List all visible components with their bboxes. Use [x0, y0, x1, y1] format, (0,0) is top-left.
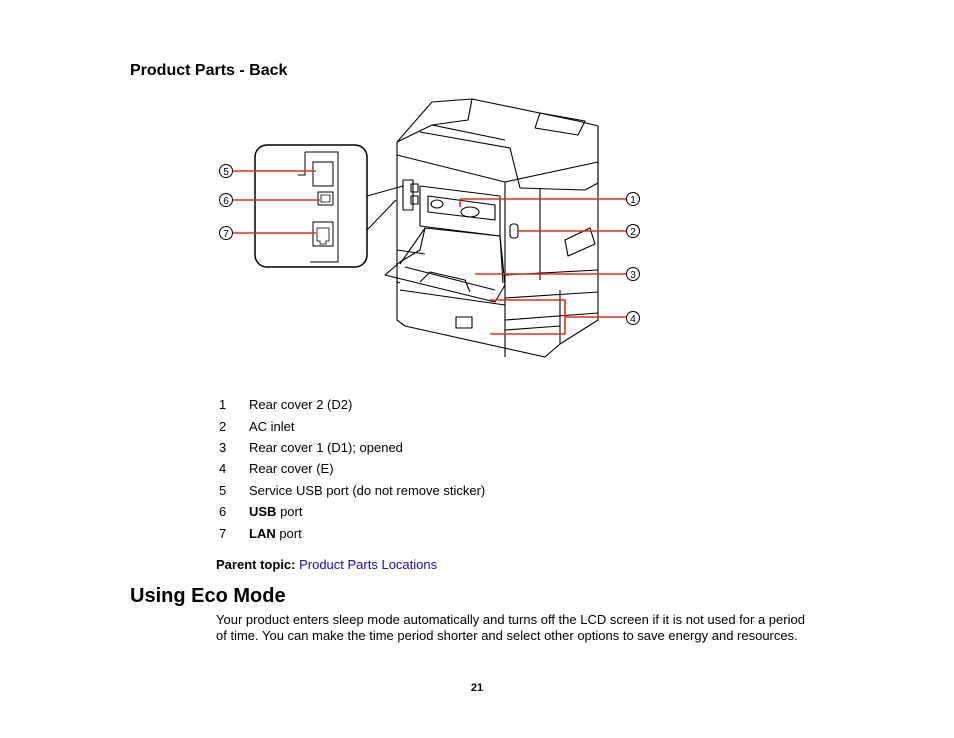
part-number: 3: [219, 439, 227, 455]
usb-port-icon: [317, 191, 334, 206]
callout-2-label: 2: [630, 227, 636, 238]
part-label: Rear cover 2 (D2): [249, 397, 353, 413]
callout-4: [626, 311, 640, 325]
part-label: AC inlet: [249, 418, 295, 434]
part-label: USB port: [249, 504, 303, 520]
callout-1: [626, 192, 640, 206]
section-heading: Product Parts - Back: [130, 62, 288, 79]
printer-top-outline: [396, 98, 599, 191]
part-number: 2: [219, 418, 227, 434]
eco-mode-paragraph: Your product enters sleep mode automatic…: [216, 612, 836, 643]
part-label: Rear cover 1 (D1); opened: [249, 439, 403, 455]
list-item: 5 Service USB port (do not remove sticker…: [219, 480, 485, 501]
callout-6: [219, 193, 233, 207]
callout-markers: 1 2 3 4 5 6 7: [219, 164, 640, 325]
part-number: 4: [219, 461, 227, 477]
port-inset-frame: [254, 144, 368, 268]
callout-5: [219, 164, 233, 178]
parent-topic-link[interactable]: Product Parts Locations: [299, 557, 438, 572]
lan-port-icon: [312, 221, 334, 247]
parent-topic-label: Parent topic:: [216, 557, 296, 572]
callout-2: [626, 224, 640, 238]
service-usb-port-icon: [312, 161, 334, 187]
list-item: 7 LAN port: [219, 522, 485, 543]
printer-body-outline: [396, 126, 599, 358]
part-number: 1: [219, 397, 227, 413]
page-number: 21: [470, 682, 484, 694]
callout-6-label: 6: [223, 196, 229, 207]
eco-line-1: Your product enters sleep mode automatic…: [216, 612, 805, 627]
list-item: 4 Rear cover (E): [219, 458, 485, 479]
list-item: 2 AC inlet: [219, 415, 485, 436]
part-label: Service USB port (do not remove sticker): [249, 482, 486, 498]
callout-7: [219, 226, 233, 240]
part-number: 6: [219, 504, 227, 520]
part-number: 7: [219, 525, 227, 541]
eco-mode-heading: Using Eco Mode: [130, 585, 286, 607]
zoom-connector: [366, 185, 404, 231]
parent-topic: Parent topic: Product Parts Locations: [216, 557, 437, 572]
callout-3-label: 3: [630, 270, 636, 281]
list-item: 6 USB port: [219, 501, 485, 522]
eco-line-2: of time. You can make the time period sh…: [216, 627, 798, 643]
callout-4-label: 4: [630, 314, 636, 325]
callout-7-label: 7: [223, 229, 229, 240]
callout-5-label: 5: [223, 167, 229, 178]
callout-3: [626, 267, 640, 281]
part-label: Rear cover (E): [249, 461, 334, 477]
callout-1-label: 1: [630, 195, 636, 206]
part-number: 5: [219, 482, 227, 498]
part-label: LAN port: [249, 525, 302, 541]
list-item: 3 Rear cover 1 (D1); opened: [219, 437, 485, 458]
printer-back-illustration: 1 2 3 4 5 6 7: [219, 98, 640, 358]
list-item: 1 Rear cover 2 (D2): [219, 394, 485, 415]
